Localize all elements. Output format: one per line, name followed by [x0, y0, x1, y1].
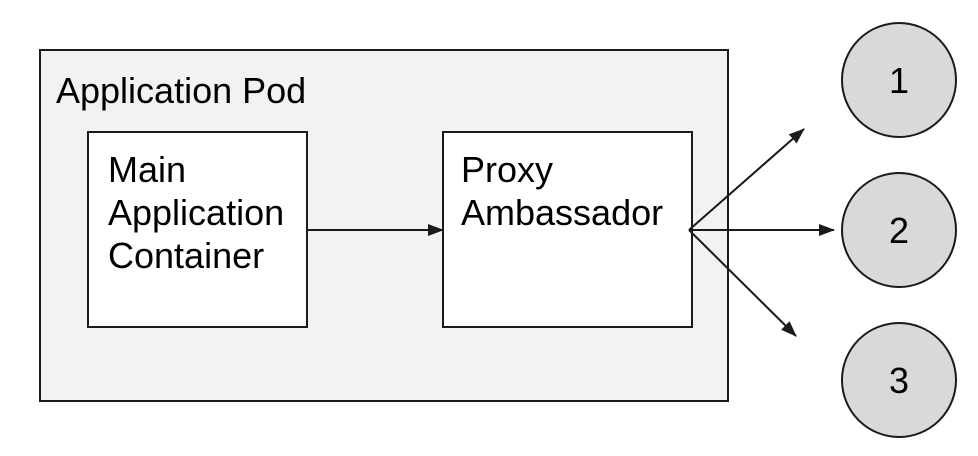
service-node-3-circle — [841, 322, 957, 438]
application-pod-label: Application Pod — [56, 70, 306, 111]
proxy-ambassador-label-line1: Proxy — [461, 149, 553, 190]
service-node-1-label: 1 — [889, 60, 909, 101]
service-node-2: 2 — [841, 172, 957, 288]
service-node-1-circle — [841, 22, 957, 138]
proxy-ambassador-box — [442, 131, 693, 328]
proxy-ambassador-label-line2: Ambassador — [461, 192, 663, 233]
main-application-container-label-line2: Application — [108, 192, 284, 233]
main-application-container-label-line3: Container — [108, 235, 264, 276]
main-application-container-label-line1: Main — [108, 149, 186, 190]
arrow-proxy-to-service-1 — [688, 128, 805, 231]
service-node-3: 3 — [841, 322, 957, 438]
service-node-2-label: 2 — [889, 210, 909, 251]
service-node-3-label: 3 — [889, 360, 909, 401]
service-node-2-circle — [841, 172, 957, 288]
arrow-proxy-to-service-3 — [688, 229, 797, 337]
service-node-1: 1 — [841, 22, 957, 138]
main-application-container-box — [87, 131, 308, 328]
